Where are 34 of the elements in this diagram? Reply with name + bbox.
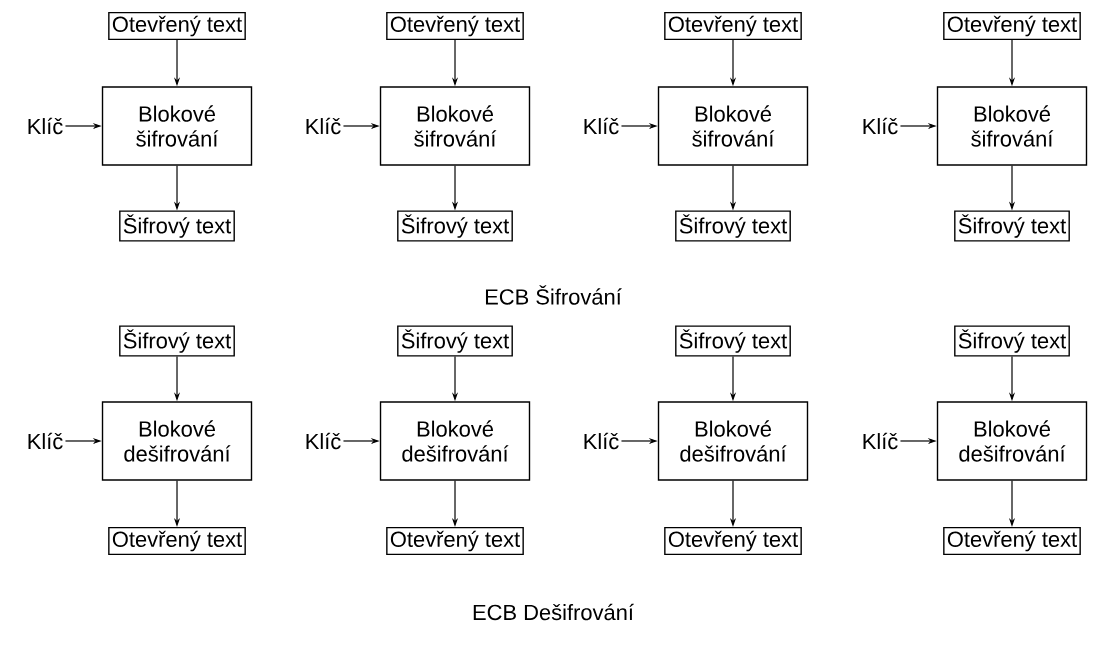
key-label: Klíč xyxy=(306,432,341,450)
text-box: Šifrový text xyxy=(119,210,235,242)
key-label: Klíč xyxy=(584,432,619,450)
cipher-block-box: Blokové dešifrování xyxy=(936,401,1088,481)
text-box: Šifrový text xyxy=(675,210,791,242)
caption: ECB Šifrování xyxy=(486,285,622,305)
cipher-block-box: Blokové šifrování xyxy=(936,86,1088,166)
cipher-block-box: Blokové dešifrování xyxy=(657,401,809,481)
text-box: Šifrový text xyxy=(119,325,235,357)
text-box: Otevřený text xyxy=(108,526,246,556)
text-box: Otevřený text xyxy=(386,526,524,556)
text-box: Otevřený text xyxy=(108,11,246,41)
key-label: Klíč xyxy=(28,117,63,135)
key-label: Klíč xyxy=(28,432,63,450)
text-box: Otevřený text xyxy=(943,526,1081,556)
text-box: Otevřený text xyxy=(943,11,1081,41)
key-label: Klíč xyxy=(863,432,898,450)
cipher-block-box: Blokové šifrování xyxy=(101,86,253,166)
caption: ECB Dešifrování xyxy=(473,603,634,621)
text-box: Otevřený text xyxy=(664,526,802,556)
cipher-block-box: Blokové šifrování xyxy=(379,86,531,166)
text-box: Šifrový text xyxy=(675,325,791,357)
key-label: Klíč xyxy=(584,117,619,135)
text-box: Otevřený text xyxy=(386,11,524,41)
key-label: Klíč xyxy=(863,117,898,135)
text-box: Šifrový text xyxy=(954,210,1070,242)
text-box: Šifrový text xyxy=(397,325,513,357)
text-box: Šifrový text xyxy=(954,325,1070,357)
cipher-block-box: Blokové dešifrování xyxy=(379,401,531,481)
text-box: Otevřený text xyxy=(664,11,802,41)
cipher-block-box: Blokové šifrování xyxy=(657,86,809,166)
cipher-block-box: Blokové dešifrování xyxy=(101,401,253,481)
key-label: Klíč xyxy=(306,117,341,135)
text-box: Šifrový text xyxy=(397,210,513,242)
